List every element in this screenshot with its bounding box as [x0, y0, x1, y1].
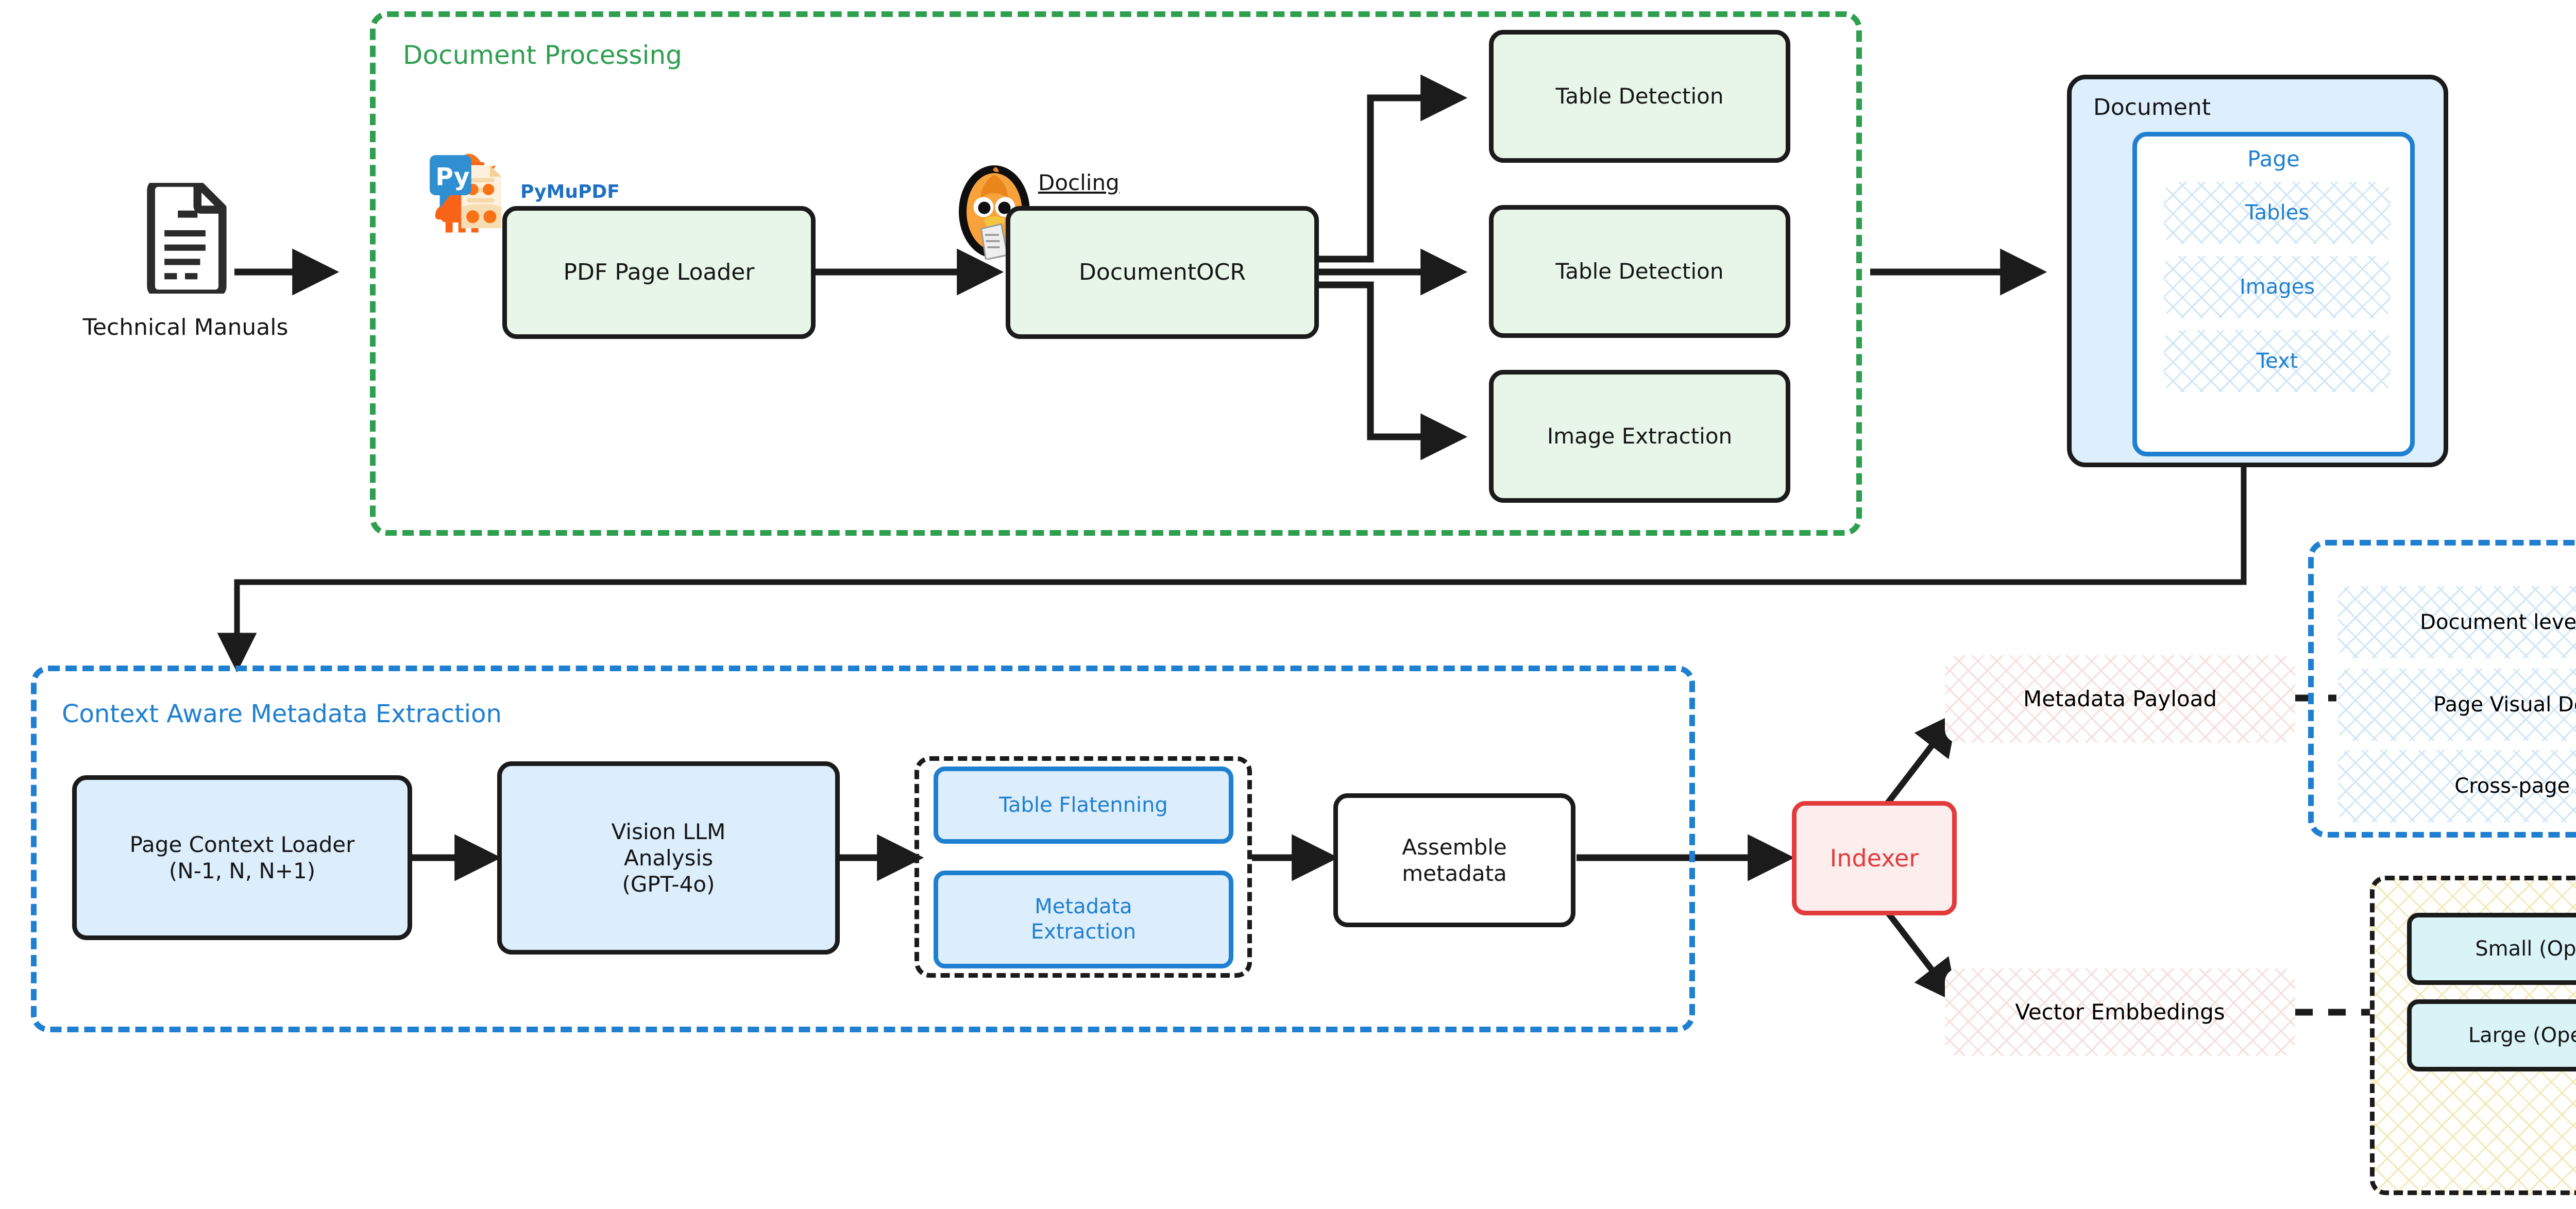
node-table-detection-2-label: Table Detection — [1555, 259, 1724, 284]
group-title-context-aware: Context Aware Metadata Extraction — [62, 700, 502, 728]
node-image-extraction[interactable]: Image Extraction — [1489, 370, 1790, 503]
node-table-detection-1[interactable]: Table Detection — [1489, 30, 1790, 163]
group-extraction-subgroup — [914, 756, 1252, 978]
node-embedding-large[interactable]: Large (OpenAI 1024d) — [2407, 999, 2576, 1071]
node-embedding-small-label: Small (OpenAI 128d) — [2475, 936, 2576, 961]
group-context-aware — [31, 666, 1695, 1032]
node-metadata-extraction-label: Metadata Extraction — [1030, 895, 1137, 944]
node-document-container[interactable]: Document Page Tables Images Text — [2067, 75, 2448, 467]
node-metadata-field-0[interactable]: Document level metadata — [2338, 586, 2576, 658]
node-embedding-large-label: Large (OpenAI 1024d) — [2468, 1023, 2576, 1047]
node-table-flattening[interactable]: Table Flatenning — [934, 767, 1233, 844]
node-metadata-field-2[interactable]: Page Visual Description — [2338, 669, 2576, 741]
node-page-images[interactable]: Images — [2164, 256, 2391, 318]
node-page-text[interactable]: Text — [2164, 330, 2391, 392]
node-vision-llm-analysis-label: Vision LLM Analysis (GPT-4o) — [611, 819, 726, 897]
source-label: Technical Manuals — [82, 314, 289, 340]
page-title: Page — [2247, 146, 2300, 172]
pymupdf-icon: Py — [427, 149, 513, 241]
pymupdf-label: PyMuPDF — [520, 181, 620, 202]
node-page-text-label: Text — [2256, 349, 2298, 373]
node-vector-embeddings[interactable]: Vector Embbedings — [1945, 968, 2295, 1056]
node-metadata-field-2-label: Page Visual Description — [2433, 692, 2576, 717]
node-metadata-field-4-label: Cross-page context — [2454, 774, 2570, 798]
node-page-context-loader-label: Page Context Loader (N-1, N, N+1) — [129, 831, 355, 883]
node-assemble-metadata-label: Assemble metadata — [1402, 834, 1507, 886]
node-page-container[interactable]: Page Tables Images Text — [2132, 132, 2415, 456]
node-vision-llm-analysis[interactable]: Vision LLM Analysis (GPT-4o) — [497, 761, 840, 955]
svg-text:Py: Py — [435, 163, 469, 192]
node-metadata-payload[interactable]: Metadata Payload — [1945, 655, 2295, 743]
node-embedding-small[interactable]: Small (OpenAI 128d) — [2407, 913, 2576, 985]
node-metadata-payload-label: Metadata Payload — [2023, 686, 2217, 712]
node-image-extraction-label: Image Extraction — [1547, 423, 1733, 449]
docling-label: Docling — [1038, 170, 1120, 195]
node-indexer-label: Indexer — [1829, 844, 1919, 872]
group-metadata-fields — [2308, 540, 2576, 838]
node-page-tables[interactable]: Tables — [2164, 182, 2391, 244]
node-pdf-page-loader-label: PDF Page Loader — [563, 259, 755, 286]
document-title: Document — [2093, 94, 2211, 121]
node-indexer[interactable]: Indexer — [1792, 801, 1957, 915]
group-title-document-processing: Document Processing — [403, 40, 682, 70]
node-table-detection-1-label: Table Detection — [1555, 83, 1724, 109]
node-vector-embeddings-label: Vector Embbedings — [2015, 999, 2225, 1025]
node-metadata-field-0-label: Document level metadata — [2420, 610, 2576, 634]
node-metadata-extraction[interactable]: Metadata Extraction — [934, 871, 1233, 968]
group-document-processing — [370, 11, 1862, 536]
node-pdf-page-loader[interactable]: PDF Page Loader — [502, 206, 816, 339]
node-page-tables-label: Tables — [2245, 200, 2310, 225]
node-document-ocr-label: DocumentOCR — [1079, 259, 1246, 286]
node-metadata-field-4[interactable]: Cross-page context — [2338, 750, 2576, 822]
node-page-images-label: Images — [2239, 275, 2315, 299]
node-table-flattening-label: Table Flatenning — [999, 793, 1168, 817]
document-file-icon — [142, 179, 232, 298]
node-table-detection-2[interactable]: Table Detection — [1489, 205, 1790, 338]
node-document-ocr[interactable]: DocumentOCR — [1006, 206, 1319, 339]
node-assemble-metadata[interactable]: Assemble metadata — [1333, 793, 1575, 927]
node-page-context-loader[interactable]: Page Context Loader (N-1, N, N+1) — [72, 775, 412, 940]
